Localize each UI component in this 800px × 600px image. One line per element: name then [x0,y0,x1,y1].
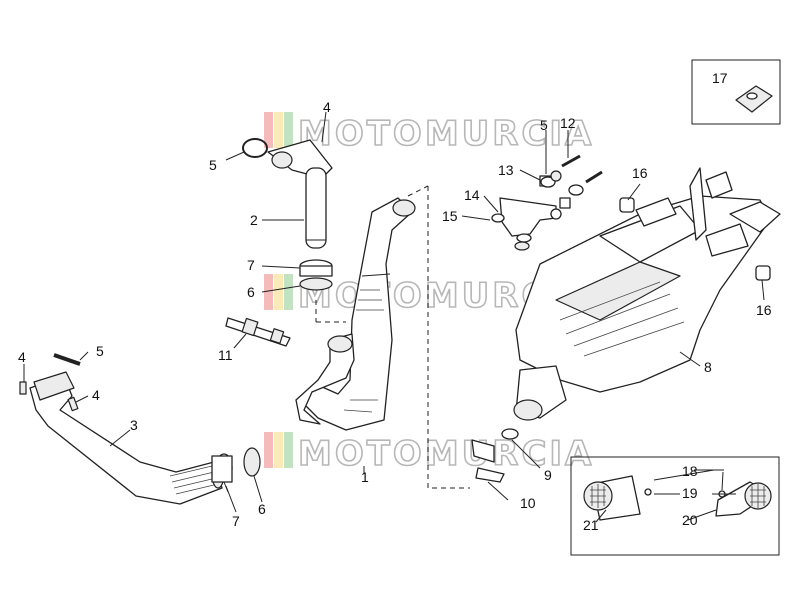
washer-19 [644,488,652,496]
callout-16-right: 16 [756,302,772,318]
callout-10: 10 [520,495,536,511]
callout-6-lower: 6 [258,501,266,517]
callout-15: 15 [442,208,458,224]
screw-18 [721,471,724,491]
callout-5-right: 5 [540,117,548,133]
muffler-assembly-8 [513,167,781,421]
stud-4 [67,396,79,412]
callout-9: 9 [544,467,552,483]
callout-3: 3 [130,417,138,433]
lower-bracket-10 [471,428,519,483]
gasket-ring-5 [242,138,268,158]
callout-5-left: 5 [96,343,104,359]
callout-5-top: 5 [209,157,217,173]
callout-7-lower: 7 [232,513,240,529]
inset-box-clip-nut [691,59,781,125]
bolt-12 [561,154,581,168]
front-header-pipe [267,139,333,249]
callout-11: 11 [218,347,233,363]
collector-catalyst [295,197,416,431]
callout-19: 19 [682,485,698,501]
fastener-stack [539,154,603,209]
leader-lines [23,111,765,523]
watermark-text: MOTOMURCIA [298,434,594,474]
rubber-bushing-16 [619,197,635,213]
callout-2: 2 [250,212,258,228]
callout-6-upper: 6 [247,284,255,300]
callout-12: 12 [560,115,576,131]
watermark-logo-bottom: MOTOMURCIA [264,432,594,475]
callout-13: 13 [498,162,514,178]
callout-14: 14 [464,187,480,203]
mounting-bracket [491,197,562,251]
callout-7-upper: 7 [247,257,255,273]
assembly-line [407,185,429,197]
watermark-logo-top: MOTOMURCIA [264,112,594,155]
callout-17: 17 [712,70,728,86]
callout-18: 18 [682,463,698,479]
stud-4 [19,381,27,395]
callout-4-right: 4 [92,387,100,403]
callout-1-top: 4 [323,99,331,115]
clamp-and-sleeve-lower [211,447,261,493]
callout-1-lower: 1 [361,469,369,485]
spring-5 [53,353,81,366]
callout-20: 20 [682,512,698,528]
assembly-line [427,186,470,489]
callout-labels: 17 4 5 2 7 6 11 4 5 4 3 7 6 1 5 12 13 14… [18,70,772,533]
watermark-text: MOTOMURCIA [298,114,594,154]
rubber-bushing-16 [755,265,771,281]
front-exhaust-pipe-3 [29,371,225,505]
callout-8: 8 [704,359,712,375]
inset-box-end-caps [570,456,780,556]
clamp-and-sleeve-upper [299,259,333,291]
callout-21: 21 [583,517,599,533]
washer-5 [540,176,556,188]
callout-16-top: 16 [632,165,648,181]
lambda-sensor-11 [225,317,291,347]
callout-4-left: 4 [18,349,26,365]
